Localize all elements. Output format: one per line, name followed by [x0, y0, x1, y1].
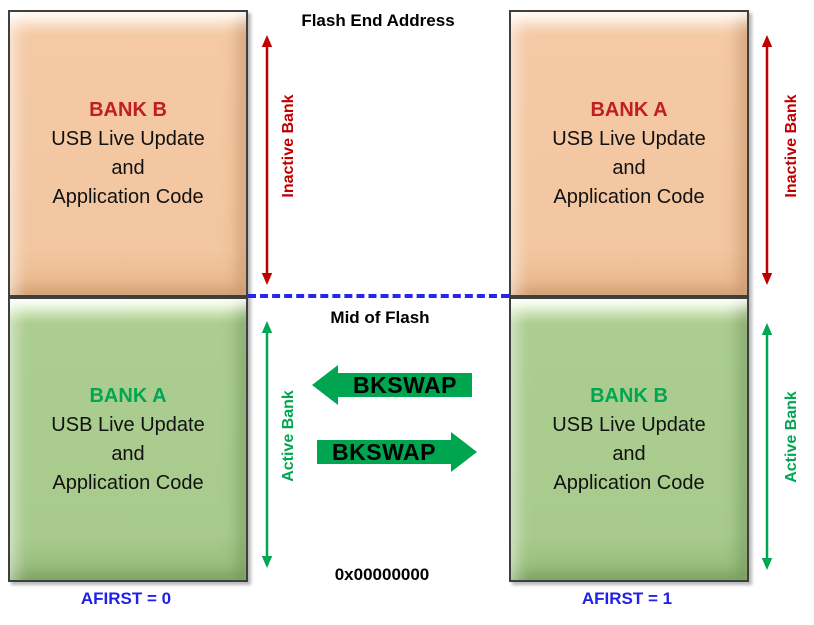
inactive-bank-label-right: Inactive Bank [783, 94, 800, 198]
bank-title: BANK B [590, 384, 668, 407]
arrow-head-left-icon [312, 365, 338, 405]
active-range-arrow-icon [261, 321, 273, 568]
flash-end-address-label: Flash End Address [301, 11, 455, 30]
bank-box-left-top: BANK B USB Live Update and Application C… [8, 10, 248, 297]
active-bank-label-left: Active Bank [280, 390, 297, 482]
afirst-0-label: AFIRST = 0 [80, 589, 172, 608]
inactive-range-arrow-icon [261, 35, 273, 285]
base-address-label: 0x00000000 [334, 565, 430, 584]
bkswap-arrow-left: BKSWAP [312, 365, 472, 405]
bank-box-right-bottom: BANK B USB Live Update and Application C… [509, 297, 749, 582]
bank-line: USB Live Update [51, 413, 205, 436]
bank-box-left-bottom: BANK A USB Live Update and Application C… [8, 297, 248, 582]
bkswap-arrow-right: BKSWAP [317, 432, 477, 472]
active-range-arrow-icon [761, 323, 773, 570]
bank-line: Application Code [52, 471, 204, 494]
bank-line: USB Live Update [51, 127, 205, 150]
inactive-bank-label-left: Inactive Bank [280, 94, 297, 198]
bank-title: BANK B [89, 98, 167, 121]
mid-of-flash-label: Mid of Flash [330, 308, 430, 327]
bank-title: BANK A [89, 384, 167, 407]
bank-line: and [612, 156, 646, 179]
bank-line: and [111, 442, 145, 465]
bank-box-right-top: BANK A USB Live Update and Application C… [509, 10, 749, 297]
bank-line: and [111, 156, 145, 179]
bkswap-label: BKSWAP [332, 438, 436, 465]
bank-line: Application Code [52, 185, 204, 208]
bkswap-arrow-body: BKSWAP [338, 371, 472, 398]
bank-line: Application Code [553, 185, 705, 208]
bkswap-label: BKSWAP [353, 371, 457, 398]
mid-of-flash-divider [248, 294, 509, 298]
bank-line: and [612, 442, 646, 465]
active-bank-label-right: Active Bank [783, 391, 800, 483]
bank-line: USB Live Update [552, 127, 706, 150]
afirst-1-label: AFIRST = 1 [581, 589, 673, 608]
inactive-range-arrow-icon [761, 35, 773, 285]
bank-title: BANK A [590, 98, 668, 121]
arrow-head-right-icon [451, 432, 477, 472]
bkswap-arrow-body: BKSWAP [317, 438, 451, 465]
bank-line: USB Live Update [552, 413, 706, 436]
bank-line: Application Code [553, 471, 705, 494]
